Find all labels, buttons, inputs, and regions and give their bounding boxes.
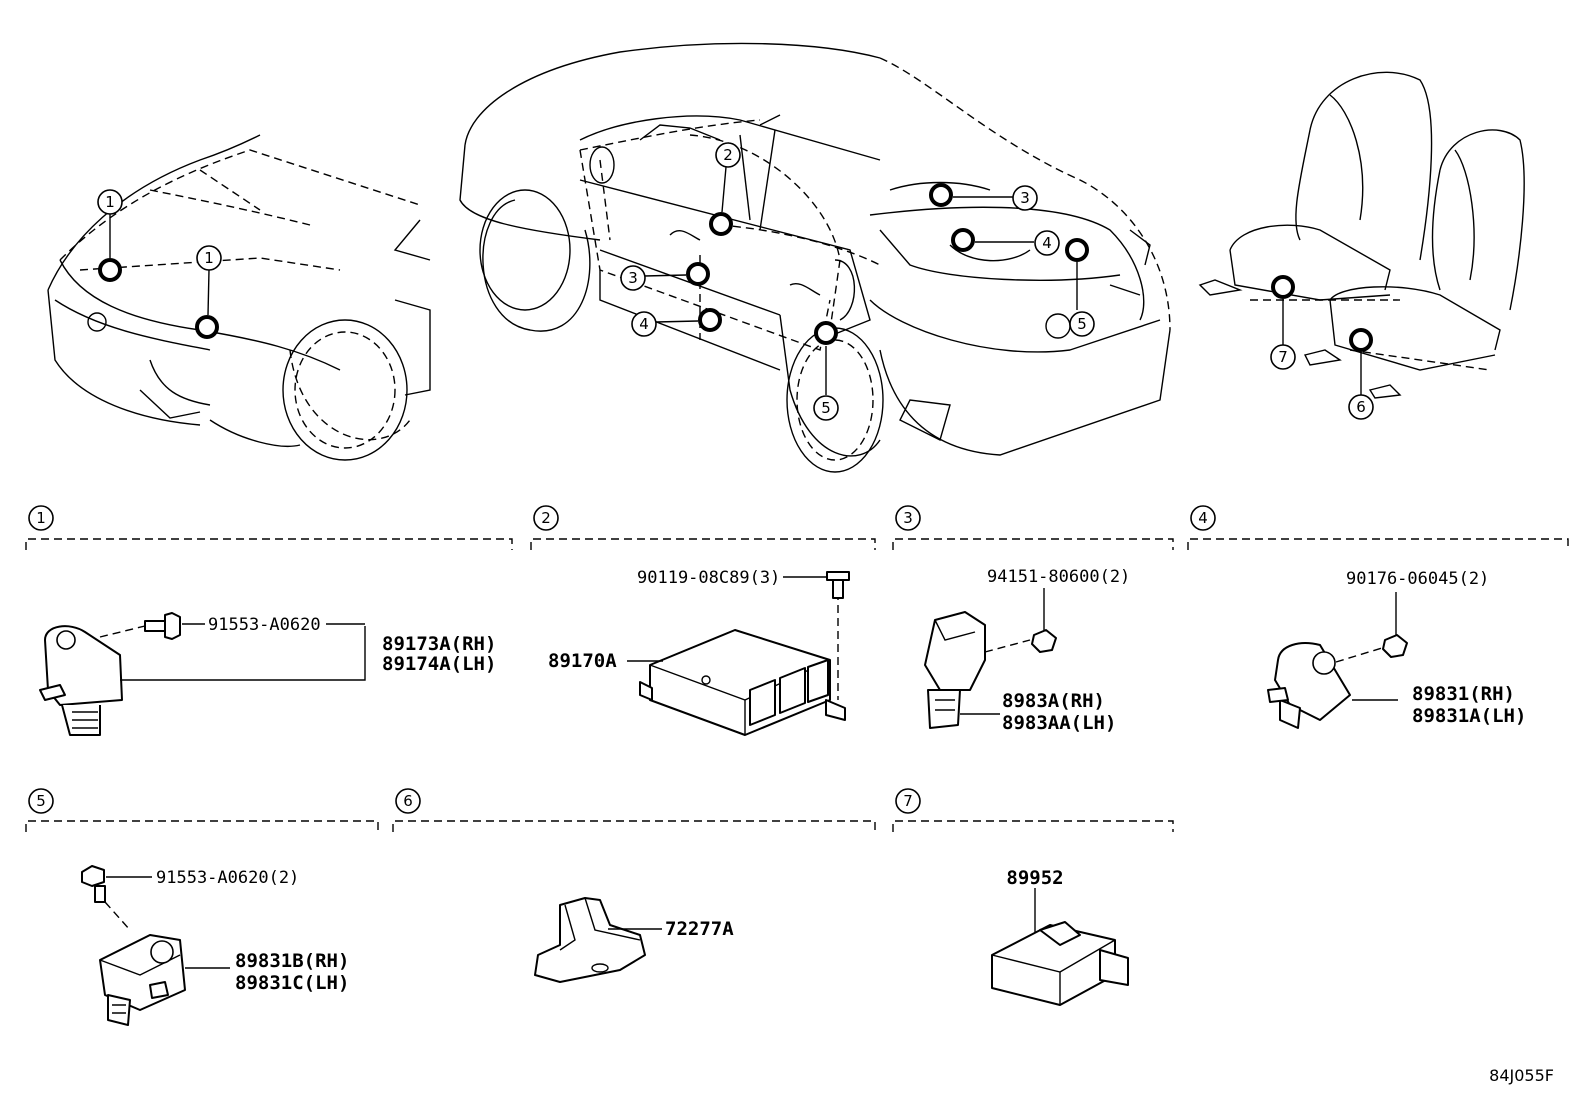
body-callout-4-right: 4	[1034, 230, 1060, 256]
rear-impact-sensor-part	[99, 934, 230, 1026]
seats-illustration	[1198, 71, 1525, 399]
seat-track-bracket-part	[534, 897, 662, 983]
body-callout-5-rear: 5	[1069, 311, 1095, 337]
svg-text:3: 3	[628, 269, 638, 287]
svg-text:3: 3	[1020, 189, 1030, 207]
airbag-ecu-part	[639, 592, 846, 736]
nut-icon	[1382, 592, 1408, 658]
part-number-72277a: 72277A	[665, 918, 734, 940]
side-impact-sensor-part	[1267, 642, 1398, 729]
seat-sensor-location-marker	[1271, 275, 1295, 299]
front-sensor-location-marker	[195, 315, 219, 339]
seat-callout-7: 7	[1270, 344, 1296, 370]
front-callout-1b: 1	[196, 245, 222, 271]
part-number-91553-a0620: 91553-A0620	[208, 615, 321, 635]
body-callout-2: 2	[715, 142, 741, 168]
body-callout-3-left: 3	[620, 265, 646, 291]
svg-text:1: 1	[105, 193, 115, 211]
seat-track-sensor-location-marker	[1349, 328, 1373, 352]
airbag-ecu-location-marker	[709, 212, 733, 236]
bolt-icon	[144, 612, 181, 640]
part-number-89174a-lh: 89174A(LH)	[382, 653, 496, 675]
front-callout-1a: 1	[97, 189, 123, 215]
side-sensor-location-marker	[929, 183, 953, 207]
part-number-90119-08c89: 90119-08C89(3)	[637, 568, 780, 588]
section-6-header: 6	[392, 788, 876, 832]
bolt-icon	[826, 571, 850, 599]
svg-text:2: 2	[541, 509, 551, 527]
part-number-8983aa-lh: 8983AA(LH)	[1002, 712, 1116, 734]
car-body-illustration	[459, 42, 1171, 473]
section-1-header: 1	[25, 505, 513, 550]
part-number-90176-06045: 90176-06045(2)	[1346, 569, 1489, 589]
front-car-illustration	[47, 134, 431, 461]
body-callout-3-right: 3	[1012, 185, 1038, 211]
svg-text:6: 6	[1356, 398, 1366, 416]
svg-text:4: 4	[639, 315, 649, 333]
nut-icon	[1031, 588, 1057, 653]
section-3-header: 3	[892, 505, 1174, 550]
diagram-code: 84J055F	[1489, 1066, 1554, 1085]
part-number-89831b-rh: 89831B(RH)	[235, 950, 349, 972]
part-number-89831a-lh: 89831A(LH)	[1412, 705, 1526, 727]
occupant-classification-module-part	[991, 888, 1129, 1006]
svg-text:5: 5	[821, 399, 831, 417]
part-number-89831c-lh: 89831C(LH)	[235, 972, 349, 994]
svg-text:7: 7	[903, 792, 913, 810]
rear-sensor-location-marker	[1065, 238, 1089, 262]
svg-text:1: 1	[36, 509, 46, 527]
part-number-91553-a0620-qty2: 91553-A0620(2)	[156, 868, 299, 888]
section-4-header: 4	[1187, 505, 1569, 550]
svg-text:2: 2	[723, 146, 733, 164]
svg-text:1: 1	[204, 249, 214, 267]
side-sensor-location-marker	[698, 308, 722, 332]
section-7-header: 7	[892, 788, 1174, 832]
svg-text:4: 4	[1042, 234, 1052, 252]
svg-text:5: 5	[1077, 315, 1087, 333]
section-2-header: 2	[530, 505, 876, 550]
svg-text:7: 7	[1278, 348, 1288, 366]
body-callout-4-left: 4	[631, 311, 657, 337]
bolt-icon	[81, 865, 106, 903]
part-number-89952: 89952	[1006, 867, 1063, 889]
part-number-89173a-rh: 89173A(RH)	[382, 633, 496, 655]
side-airbag-sensor-part	[924, 611, 1031, 729]
svg-text:3: 3	[903, 509, 913, 527]
side-sensor-location-marker	[951, 228, 975, 252]
svg-text:4: 4	[1198, 509, 1208, 527]
rear-sensor-location-marker	[814, 321, 838, 345]
section-5-header: 5	[25, 788, 379, 832]
part-number-8983a-rh: 8983A(RH)	[1002, 690, 1105, 712]
part-number-89170a: 89170A	[548, 650, 617, 672]
front-sensor-location-marker	[98, 258, 122, 282]
part-number-89831-rh: 89831(RH)	[1412, 683, 1515, 705]
body-callout-5-side: 5	[813, 395, 839, 421]
svg-text:6: 6	[403, 792, 413, 810]
front-impact-sensor-part	[39, 625, 366, 736]
seat-callout-6: 6	[1348, 394, 1374, 420]
svg-text:5: 5	[36, 792, 46, 810]
part-number-94151-80600: 94151-80600(2)	[987, 567, 1130, 587]
side-sensor-location-marker	[686, 262, 710, 286]
